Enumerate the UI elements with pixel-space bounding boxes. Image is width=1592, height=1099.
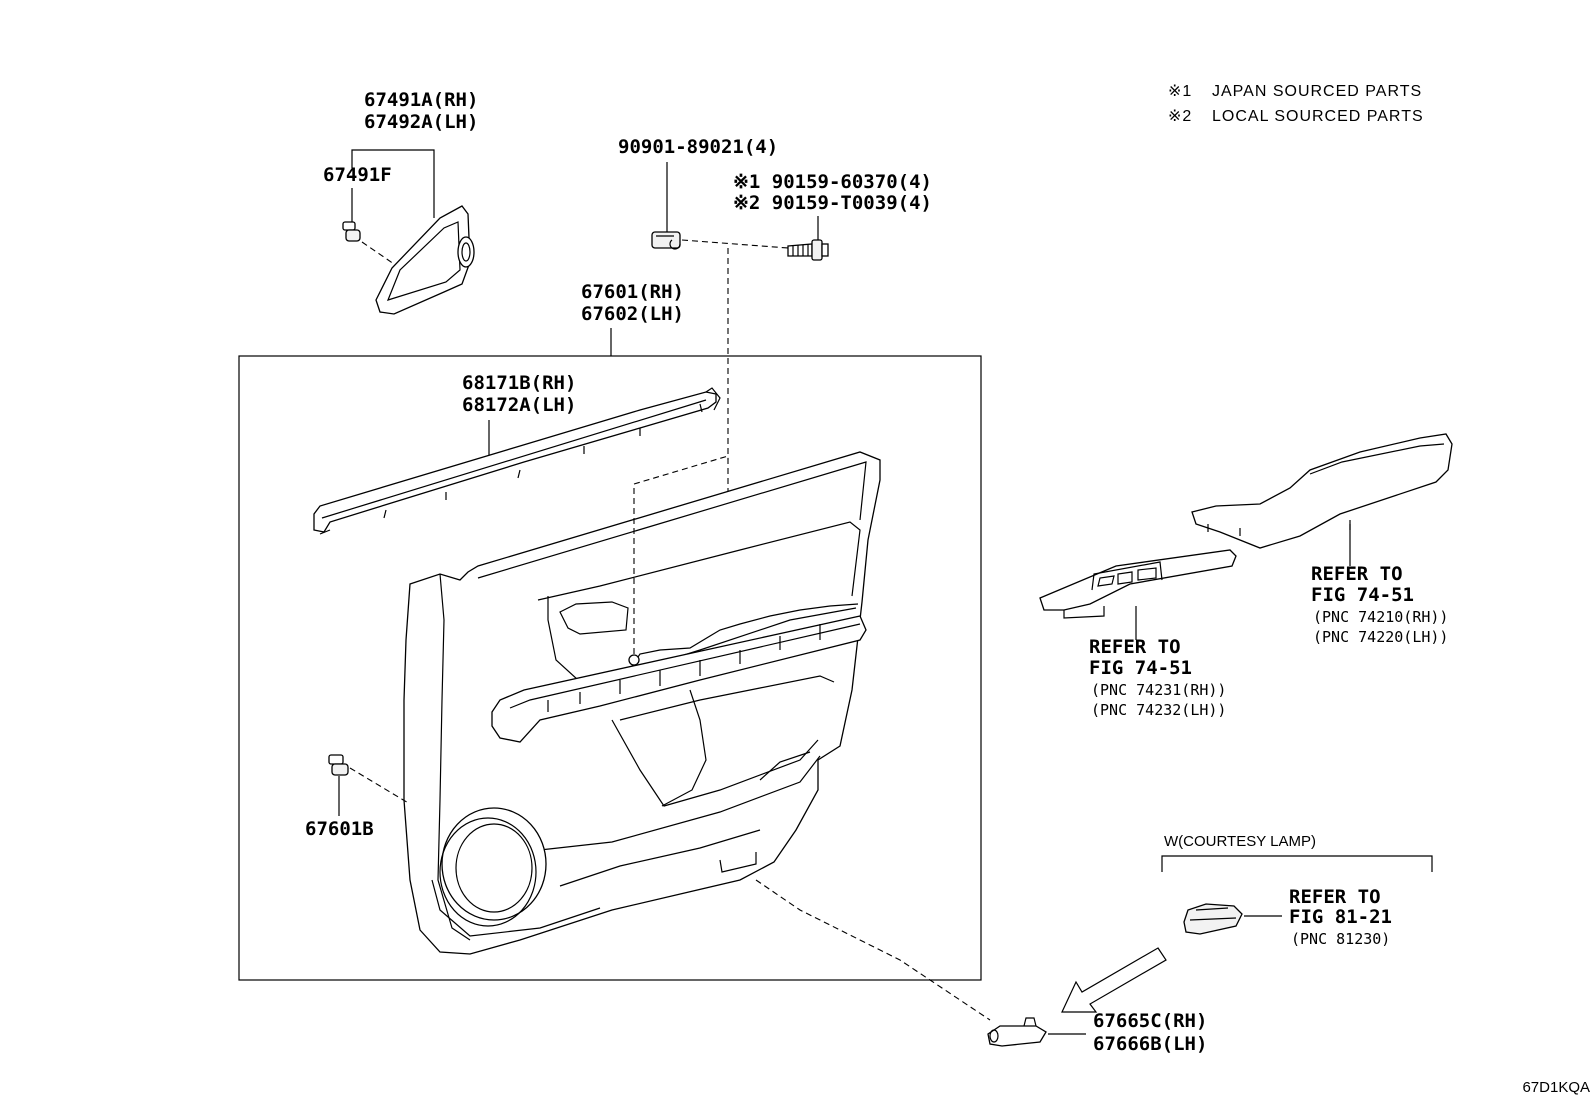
callout-67491a[interactable]: 67491A(RH) xyxy=(364,89,478,111)
dashed-panel-box xyxy=(633,455,729,654)
callout-67602[interactable]: 67602(LH) xyxy=(581,303,684,325)
screw-icon[interactable] xyxy=(787,239,829,261)
callout-90159-t0039[interactable]: ※2 90159-T0039(4) xyxy=(733,192,932,214)
refer-armrest-fig[interactable]: FIG 74-51 xyxy=(1311,584,1414,606)
courtesy-lamp-header: W(COURTESY LAMP) xyxy=(1164,833,1316,850)
courtesy-lamp-bracket xyxy=(1161,855,1433,872)
refer-armrest-pnc-rh: (PNC 74210(RH)) xyxy=(1313,608,1448,626)
door-trim-frame xyxy=(238,355,982,981)
refer-lamp-label[interactable]: REFER TO xyxy=(1289,886,1381,908)
tweeter-clip-icon[interactable] xyxy=(342,221,361,242)
refer-switch-label[interactable]: REFER TO xyxy=(1089,636,1181,658)
dashed-tweeter-clip xyxy=(361,241,395,265)
figure-code: 67D1KQA xyxy=(1522,1079,1590,1096)
callout-67492a[interactable]: 67492A(LH) xyxy=(364,111,478,133)
refer-switch-fig[interactable]: FIG 74-51 xyxy=(1089,657,1192,679)
refer-lamp-pnc: (PNC 81230) xyxy=(1291,930,1390,948)
dashed-trim-to-cover xyxy=(755,879,991,1021)
refer-switch-pnc-lh: (PNC 74232(LH)) xyxy=(1091,701,1226,719)
callout-67601[interactable]: 67601(RH) xyxy=(581,281,684,303)
replacement-arrow-icon xyxy=(1061,947,1167,1013)
callout-67666b[interactable]: 67666B(LH) xyxy=(1093,1033,1207,1055)
legend-local-sourced: LOCAL SOURCED PARTS xyxy=(1212,108,1424,125)
callout-67491f[interactable]: 67491F xyxy=(323,164,392,186)
refer-lamp-fig[interactable]: FIG 81-21 xyxy=(1289,906,1392,928)
cover-icon[interactable] xyxy=(987,1017,1047,1047)
tweeter-cover-icon[interactable] xyxy=(375,205,475,315)
trim-clip-icon[interactable] xyxy=(328,754,349,776)
callout-68171b[interactable]: 68171B(RH) xyxy=(462,372,576,394)
refer-armrest-pnc-lh: (PNC 74220(LH)) xyxy=(1313,628,1448,646)
refer-switch-pnc-rh: (PNC 74231(RH)) xyxy=(1091,681,1226,699)
callout-90901-89021[interactable]: 90901-89021(4) xyxy=(618,136,778,158)
armrest-upper-icon[interactable] xyxy=(1191,433,1453,549)
legend-mark-japan: ※1 xyxy=(1168,83,1192,100)
callout-67665c[interactable]: 67665C(RH) xyxy=(1093,1010,1207,1032)
speaker-grille-icon[interactable] xyxy=(439,807,547,927)
callout-90159-60370[interactable]: ※1 90159-60370(4) xyxy=(733,171,932,193)
weatherstrip-icon[interactable] xyxy=(313,387,721,535)
clip-hole-icon xyxy=(628,654,640,666)
refer-armrest-label[interactable]: REFER TO xyxy=(1311,563,1403,585)
armrest-base-icon[interactable] xyxy=(491,603,867,807)
leader-tweeter-bracket xyxy=(351,149,435,218)
callout-68172a[interactable]: 68172A(LH) xyxy=(462,394,576,416)
window-switch-icon[interactable] xyxy=(1039,549,1237,619)
legend-mark-local: ※2 xyxy=(1168,108,1192,125)
dashed-trim-clip xyxy=(349,767,411,805)
legend-japan-sourced: JAPAN SOURCED PARTS xyxy=(1212,83,1422,100)
dashed-clip-screw xyxy=(681,239,789,249)
courtesy-lamp-icon[interactable] xyxy=(1183,903,1243,935)
callout-67601b[interactable]: 67601B xyxy=(305,818,374,840)
retainer-clip-icon[interactable] xyxy=(651,231,681,250)
